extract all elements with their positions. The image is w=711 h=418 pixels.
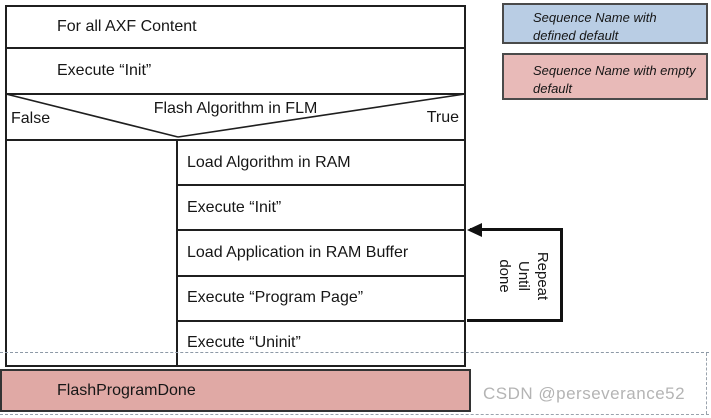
repeat-bracket-right-line bbox=[560, 228, 563, 322]
repeat-until-done-label: Repeat Until done bbox=[496, 251, 552, 301]
decision-true-label: True bbox=[426, 109, 459, 126]
execute-init-row: Execute “Init” bbox=[7, 49, 464, 95]
step-row: Execute “Program Page” bbox=[178, 277, 464, 322]
decision-row: Flash Algorithm in FLM False True bbox=[7, 95, 464, 141]
diagram-frame: For all AXF Content Execute “Init” Flash… bbox=[5, 5, 466, 367]
step-row: Load Algorithm in RAM bbox=[178, 141, 464, 187]
dashed-boundary-right bbox=[706, 353, 707, 414]
execute-init-label: Execute “Init” bbox=[57, 62, 152, 79]
legend-empty-default: Sequence Name with empty default bbox=[502, 53, 708, 100]
csdn-watermark: CSDN @perseverance52 bbox=[483, 384, 686, 403]
dashed-boundary-top bbox=[0, 352, 709, 353]
legend-defined-default: Sequence Name with defined default bbox=[502, 3, 708, 44]
step-label: Load Algorithm in RAM bbox=[187, 153, 351, 171]
for-all-axf-label: For all AXF Content bbox=[57, 18, 197, 35]
step-row: Load Application in RAM Buffer bbox=[178, 231, 464, 277]
legend-empty-default-label: Sequence Name with empty default bbox=[533, 63, 696, 97]
false-branch-column bbox=[7, 141, 178, 365]
flash-program-done-label: FlashProgramDone bbox=[57, 381, 196, 399]
step-label: Execute “Program Page” bbox=[187, 289, 364, 307]
dashed-boundary-bottom bbox=[0, 414, 709, 415]
step-label: Load Application in RAM Buffer bbox=[187, 244, 409, 261]
step-row: Execute “Init” bbox=[178, 186, 464, 232]
flash-program-done-box: FlashProgramDone bbox=[0, 369, 471, 412]
repeat-bracket-top-line bbox=[470, 228, 563, 231]
repeat-loop-arrow-icon bbox=[467, 223, 482, 237]
repeat-bracket-bottom-line bbox=[467, 319, 563, 322]
step-label: Execute “Uninit” bbox=[187, 334, 301, 352]
step-label: Execute “Init” bbox=[187, 198, 282, 216]
decision-branches: Load Algorithm in RAM Execute “Init” Loa… bbox=[7, 141, 464, 365]
legend-defined-default-label: Sequence Name with defined default bbox=[533, 10, 657, 44]
step-row: Execute “Uninit” bbox=[178, 322, 464, 365]
for-all-axf-row: For all AXF Content bbox=[7, 7, 464, 49]
true-branch-column: Load Algorithm in RAM Execute “Init” Loa… bbox=[178, 141, 464, 365]
decision-label: Flash Algorithm in FLM bbox=[153, 100, 318, 117]
decision-false-label: False bbox=[11, 110, 51, 127]
